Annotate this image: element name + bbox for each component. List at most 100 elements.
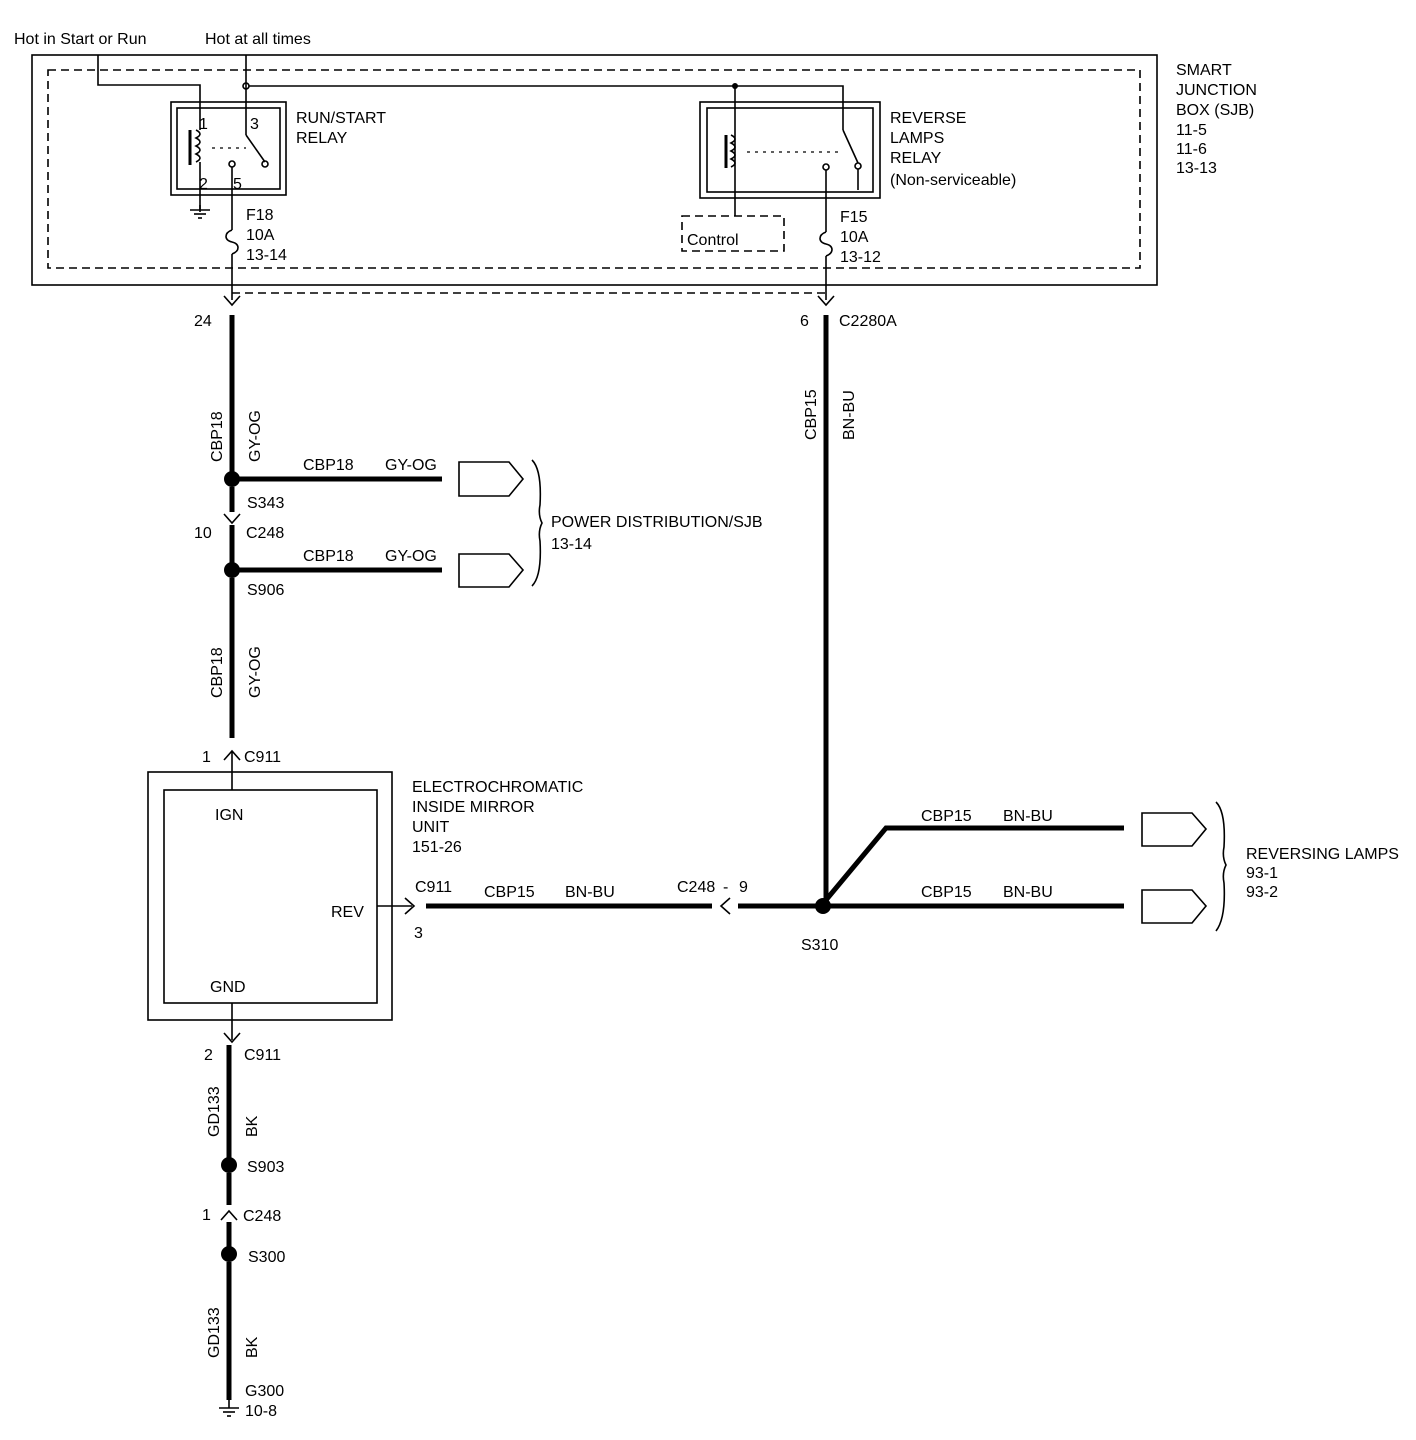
c248-gnd-label: C248 <box>243 1208 281 1225</box>
connector-c911-rev-icon <box>404 897 416 915</box>
c248-rev-dash: - <box>723 879 728 896</box>
c911-pin-1: 1 <box>202 749 211 766</box>
svg-text:13-12: 13-12 <box>840 249 881 266</box>
c2280a-label: C2280A <box>839 313 897 330</box>
wire-cbp18-upper-circuit: CBP18 <box>209 411 226 462</box>
svg-text:11-5: 11-5 <box>1176 122 1207 139</box>
svg-text:BOX (SJB): BOX (SJB) <box>1176 102 1254 119</box>
c911-gnd-label: C911 <box>244 1047 281 1064</box>
connector-c248-upper-icon <box>223 513 241 525</box>
wire-branch-lamp-1 <box>824 825 1124 902</box>
reversing-lamps-label: REVERSING LAMPS 93-1 93-2 <box>1246 846 1399 901</box>
power-distribution-label: POWER DISTRIBUTION/SJB 13-14 <box>551 514 763 553</box>
svg-text:LAMPS: LAMPS <box>890 130 944 147</box>
wire-cbp15-vertical-circuit: CBP15 <box>803 389 820 440</box>
relay-pin-5: 5 <box>233 176 242 193</box>
wire-cbp15-vertical-color: BN-BU <box>841 390 858 440</box>
svg-text:11-6: 11-6 <box>1176 141 1207 158</box>
hot-feed-to-reverse-relay <box>249 85 844 130</box>
svg-text:REVERSE: REVERSE <box>890 110 966 127</box>
branch-s906-circuit: CBP18 <box>303 548 354 565</box>
splice-s300 <box>221 1246 237 1262</box>
connector-6-icon <box>817 295 835 307</box>
wire-gd133-lower-circuit: GD133 <box>206 1307 223 1358</box>
svg-text:F15: F15 <box>840 209 868 226</box>
svg-text:10A: 10A <box>840 229 869 246</box>
c911-rev-label: C911 <box>415 879 452 896</box>
svg-text:SMART: SMART <box>1176 62 1232 79</box>
wire-rev-color: BN-BU <box>565 884 615 901</box>
svg-text:UNIT: UNIT <box>412 819 450 836</box>
connector-c248-gnd-icon <box>220 1209 238 1221</box>
connector-c911-upper-icon <box>223 749 241 761</box>
svg-text:13-13: 13-13 <box>1176 160 1217 177</box>
svg-text:13-14: 13-14 <box>551 536 592 553</box>
connector-c911-gnd-icon <box>223 1032 241 1044</box>
reverse-lamps-relay-label: REVERSE LAMPS RELAY (Non-serviceable) <box>890 110 1016 189</box>
relay-pin-1: 1 <box>199 116 208 133</box>
svg-text:13-14: 13-14 <box>246 247 287 264</box>
branch-s906-color: GY-OG <box>385 548 437 565</box>
branch-lamp-2-circuit: CBP15 <box>921 884 972 901</box>
reverse-lamps-relay <box>699 86 881 232</box>
c248-gnd-pin: 1 <box>202 1207 211 1224</box>
svg-text:G300: G300 <box>245 1383 284 1400</box>
splice-s343-label: S343 <box>247 495 284 512</box>
svg-text:151-26: 151-26 <box>412 839 462 856</box>
splice-s906-label: S906 <box>247 582 284 599</box>
svg-text:INSIDE MIRROR: INSIDE MIRROR <box>412 799 535 816</box>
c911-gnd-pin: 2 <box>204 1047 213 1064</box>
hot-at-all-times-label: Hot at all times <box>205 31 311 48</box>
svg-text:REVERSING LAMPS: REVERSING LAMPS <box>1246 846 1399 863</box>
svg-text:JUNCTION: JUNCTION <box>1176 82 1257 99</box>
svg-text:RELAY: RELAY <box>296 130 348 147</box>
sjb-title: SMART JUNCTION BOX (SJB) 11-5 11-6 13-13 <box>1176 62 1257 177</box>
wire-gd133-lower-color: BK <box>244 1336 261 1358</box>
wire-gd133-upper-circuit: GD133 <box>206 1086 223 1137</box>
connector-c248-rev-icon <box>719 897 731 915</box>
control-label: Control <box>687 232 739 249</box>
control-box <box>681 215 785 252</box>
relay-pin-3: 3 <box>250 116 259 133</box>
mirror-gnd-label: GND <box>210 979 246 996</box>
branch-s343-circuit: CBP18 <box>303 457 354 474</box>
run-start-relay-label: RUN/START RELAY <box>296 110 386 147</box>
mirror-unit-label: ELECTROCHROMATIC INSIDE MIRROR UNIT 151-… <box>412 779 583 856</box>
reversing-lamp-connector-1-icon <box>1141 812 1208 847</box>
ground-g300-label: G300 10-8 <box>245 1383 284 1420</box>
sjb-outer-box <box>31 54 1158 286</box>
fuse-f18-label: F18 10A 13-14 <box>246 207 287 264</box>
svg-text:RUN/START: RUN/START <box>296 110 386 127</box>
branch-lamp-2-color: BN-BU <box>1003 884 1053 901</box>
sjb-inner-dashed-box <box>47 69 1141 269</box>
wire-cbp18-lower-circuit: CBP18 <box>209 647 226 698</box>
svg-text:ELECTROCHROMATIC: ELECTROCHROMATIC <box>412 779 583 796</box>
c911-rev-pin: 3 <box>414 925 423 942</box>
svg-text:10-8: 10-8 <box>245 1403 277 1420</box>
c248-label-upper: C248 <box>246 525 284 542</box>
run-start-relay: 1 3 2 5 <box>170 101 287 230</box>
mirror-unit-inner-box <box>163 789 378 1004</box>
svg-text:10A: 10A <box>246 227 275 244</box>
wire-cbp18-upper-color: GY-OG <box>247 410 264 462</box>
branch-lamp-1-color: BN-BU <box>1003 808 1053 825</box>
fuse-f15-icon <box>819 231 833 300</box>
fuse-f18-icon <box>225 229 239 300</box>
hot-in-start-run-wire <box>97 55 201 125</box>
hot-in-start-or-run-label: Hot in Start or Run <box>14 31 147 48</box>
pin-6-label: 6 <box>800 313 809 330</box>
mirror-unit-outer-box <box>147 771 393 1021</box>
svg-text:RELAY: RELAY <box>890 150 942 167</box>
splice-s903 <box>221 1157 237 1173</box>
mirror-ign-label: IGN <box>215 807 243 824</box>
power-distribution-connector-2-icon <box>458 553 525 588</box>
svg-text:POWER DISTRIBUTION/SJB: POWER DISTRIBUTION/SJB <box>551 514 763 531</box>
splice-s310-label: S310 <box>801 937 838 954</box>
wire-cbp18-lower-color: GY-OG <box>247 646 264 698</box>
relay-ground-icon <box>190 205 210 219</box>
c248-rev-pin: 9 <box>739 879 748 896</box>
wire-gd133-upper-color: BK <box>244 1115 261 1137</box>
svg-text:93-1: 93-1 <box>1246 865 1278 882</box>
svg-text:(Non-serviceable): (Non-serviceable) <box>890 172 1016 189</box>
mirror-rev-label: REV <box>331 904 364 921</box>
